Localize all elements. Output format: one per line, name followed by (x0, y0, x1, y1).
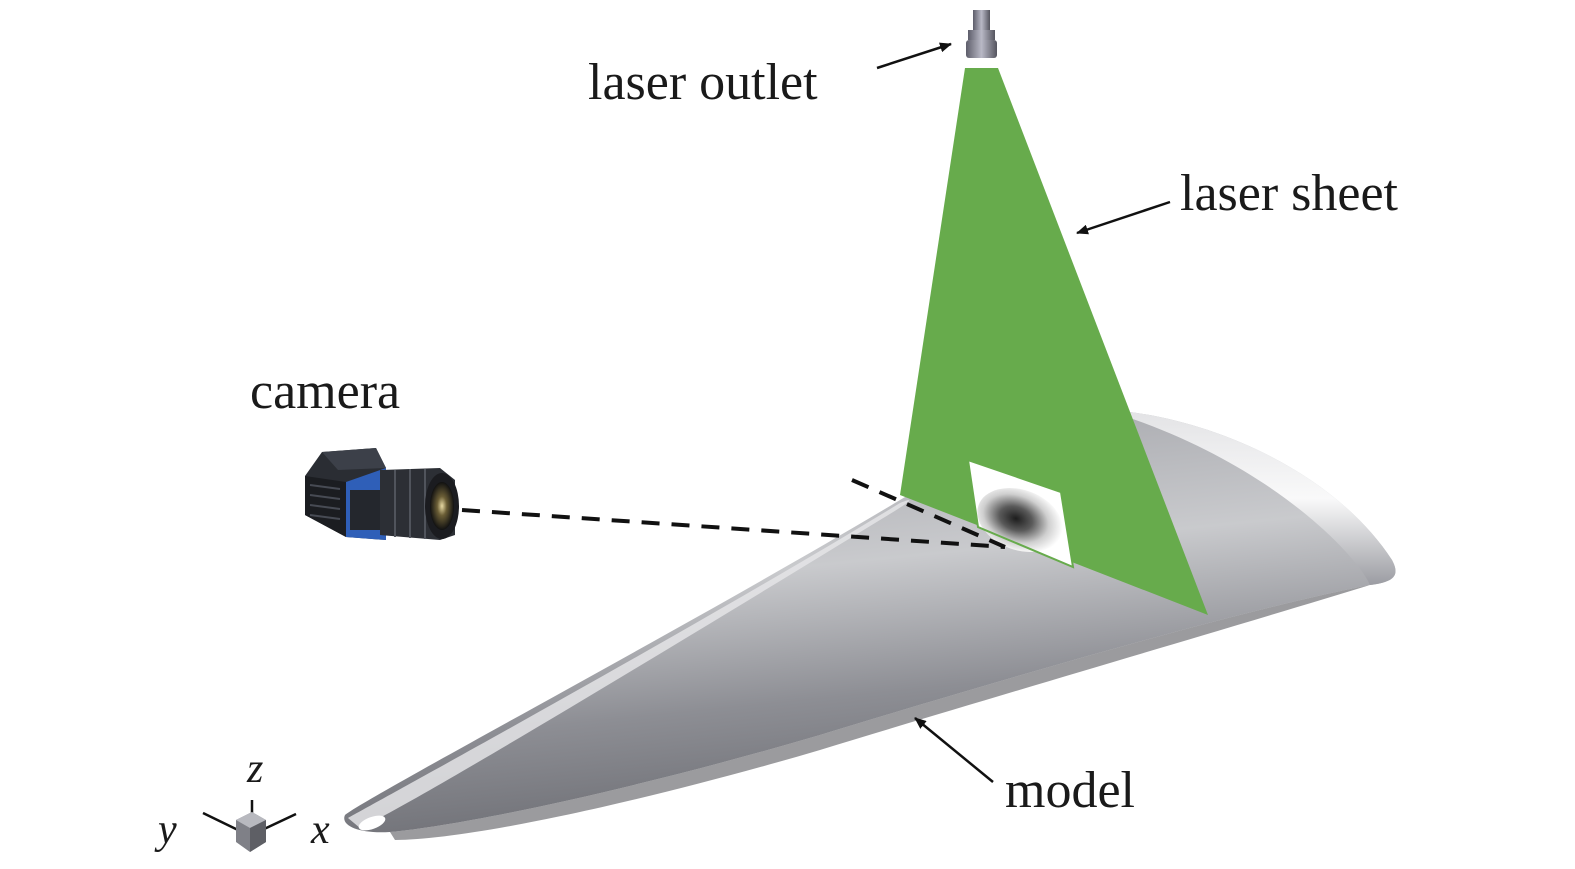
camera-icon (305, 448, 459, 540)
axis-triad (202, 800, 297, 852)
axis-x-label: x (310, 807, 330, 853)
model-label: model (1005, 762, 1135, 819)
arrow-model (914, 717, 994, 783)
camera-sightline (461, 478, 1006, 549)
axis-y-label: y (154, 807, 177, 853)
laser-sheet (900, 68, 1208, 615)
pointer-arrows (876, 42, 1171, 783)
arrow-laser-sheet (1076, 200, 1171, 235)
laser-outlet-device (966, 10, 997, 58)
camera-label: camera (250, 363, 400, 420)
laser-outlet-label: laser outlet (588, 54, 818, 111)
laser-sheet-label: laser sheet (1180, 165, 1399, 222)
arrow-laser-outlet (876, 42, 952, 70)
wing-model (344, 411, 1396, 840)
axis-z-label: z (246, 746, 263, 792)
